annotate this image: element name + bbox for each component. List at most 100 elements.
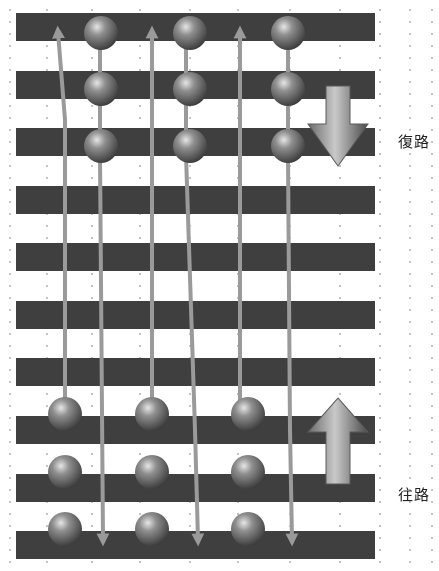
stripe (16, 243, 375, 271)
grid-dot (409, 417, 411, 419)
grid-dot (189, 57, 191, 59)
grid-dot (9, 417, 11, 419)
grid-dot (409, 249, 411, 251)
grid-dot (91, 405, 93, 407)
grid-dot (189, 525, 191, 527)
grid-dot (409, 525, 411, 527)
grid-dot (9, 213, 11, 215)
grid-dot (379, 297, 381, 299)
grid-dot (409, 33, 411, 35)
grid-dot (431, 249, 433, 251)
grid-dot (379, 477, 381, 479)
grid-dot (431, 333, 433, 335)
grid-dot (379, 357, 381, 359)
outbound-path-label: 往路 (398, 486, 431, 504)
grid-dot (91, 69, 93, 71)
grid-dot (409, 213, 411, 215)
ball (84, 129, 118, 163)
grid-dot (91, 165, 93, 167)
grid-dot (139, 273, 141, 275)
grid-dot (409, 9, 411, 11)
grid-dot (9, 105, 11, 107)
ball (84, 16, 118, 50)
grid-dot (46, 225, 48, 227)
grid-dot (91, 225, 93, 227)
grid-dot (9, 357, 11, 359)
ball (135, 397, 169, 431)
grid-dot (409, 189, 411, 191)
grid-dot (91, 297, 93, 299)
grid-dot (189, 177, 191, 179)
grid-dot (431, 213, 433, 215)
return-path-label: 復路 (398, 133, 431, 151)
grid-dot (409, 261, 411, 263)
grid-dot (409, 225, 411, 227)
grid-dot (431, 69, 433, 71)
grid-dot (409, 57, 411, 59)
grid-dot (9, 369, 11, 371)
grid-dot (9, 21, 11, 23)
grid-dot (139, 117, 141, 119)
grid-dot (379, 309, 381, 311)
grid-dot (139, 561, 141, 563)
grid-dot (431, 561, 433, 563)
grid-dot (9, 249, 11, 251)
grid-dot (409, 465, 411, 467)
grid-dot (409, 513, 411, 515)
ball (48, 397, 82, 431)
down-arrow-icon (307, 85, 369, 167)
balls (48, 16, 305, 546)
ball (231, 512, 265, 546)
grid-dot (46, 273, 48, 275)
grid-dot (379, 273, 381, 275)
grid-dot (379, 345, 381, 347)
grid-dot (139, 285, 141, 287)
grid-dot (189, 9, 191, 11)
grid-dot (379, 393, 381, 395)
grid-dot (379, 525, 381, 527)
grid-dot (139, 453, 141, 455)
grid-dot (431, 225, 433, 227)
grid-dot (139, 57, 141, 59)
grid-dot (431, 393, 433, 395)
grid-dot (379, 213, 381, 215)
grid-dot (9, 177, 11, 179)
grid-dot (139, 165, 141, 167)
grid-dot (46, 105, 48, 107)
grid-dot (431, 33, 433, 35)
grid-dot (339, 237, 341, 239)
grid-dot (9, 69, 11, 71)
grid-dot (339, 45, 341, 47)
grid-dot (9, 465, 11, 467)
grid-dot (9, 33, 11, 35)
grid-dot (409, 117, 411, 119)
grid-dot (9, 237, 11, 239)
grid-dot (91, 561, 93, 563)
grid-dot (237, 561, 239, 563)
grid-dot (139, 333, 141, 335)
grid-dot (379, 417, 381, 419)
grid-dot (46, 333, 48, 335)
grid-dot (409, 105, 411, 107)
grid-dot (431, 9, 433, 11)
grid-dot (9, 549, 11, 551)
grid-dot (379, 177, 381, 179)
up-path-line (52, 25, 67, 412)
grid-dot (91, 453, 93, 455)
grid-dot (9, 453, 11, 455)
grid-dot (409, 285, 411, 287)
grid-dot (339, 69, 341, 71)
grid-dot (139, 345, 141, 347)
grid-dot (409, 405, 411, 407)
grid-dot (189, 513, 191, 515)
grid-dot (431, 357, 433, 359)
grid-dot (409, 177, 411, 179)
grid-dot (431, 489, 433, 491)
grid-dot (409, 321, 411, 323)
grid-dot (339, 9, 341, 11)
grid-dot (379, 441, 381, 443)
grid-dot (379, 489, 381, 491)
grid-dot (237, 9, 239, 11)
grid-dot (46, 561, 48, 563)
grid-dot (139, 45, 141, 47)
